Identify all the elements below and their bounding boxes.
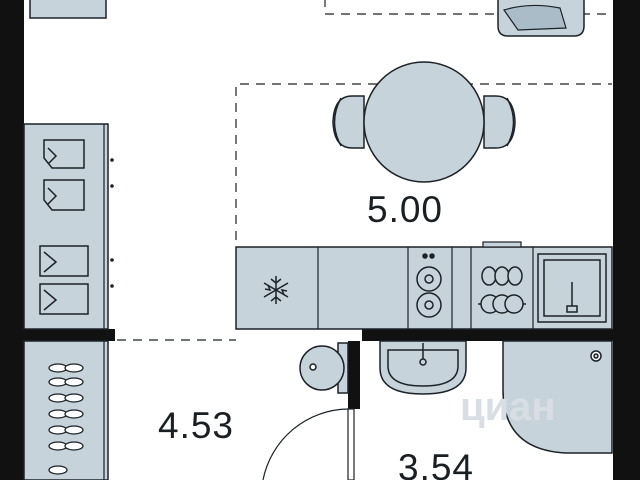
bathroom-area-label: 3.54 <box>398 447 474 480</box>
table-icon <box>363 61 485 183</box>
partition-wall-hall <box>24 329 115 341</box>
hanger-icon <box>39 139 89 315</box>
toilet-icon <box>299 342 349 394</box>
chair-icon <box>483 95 516 149</box>
shower <box>502 340 613 454</box>
dining-zone-outline <box>235 83 612 240</box>
dining-area-label: 5.00 <box>367 189 443 230</box>
left-wall <box>0 0 24 480</box>
right-wall <box>613 0 640 480</box>
partition-wall-bath <box>362 329 613 341</box>
armchair <box>324 0 612 37</box>
snowflake-icon <box>263 276 289 304</box>
watermark: циан <box>460 385 556 429</box>
door <box>262 408 355 480</box>
wardrobe <box>23 123 114 330</box>
dining-set <box>332 61 516 183</box>
stove-icon <box>478 266 526 314</box>
sink-icon <box>537 253 607 323</box>
hallway-area-label: 4.53 <box>158 405 234 446</box>
washer-icon <box>416 253 442 318</box>
shoe-icon <box>48 363 84 475</box>
shoe-cabinet <box>23 340 109 480</box>
top-cabinet <box>29 0 107 19</box>
sink-icon <box>379 340 467 395</box>
kitchen-counter <box>235 241 613 330</box>
bathroom-wall <box>348 341 360 409</box>
chair-icon <box>332 95 365 149</box>
